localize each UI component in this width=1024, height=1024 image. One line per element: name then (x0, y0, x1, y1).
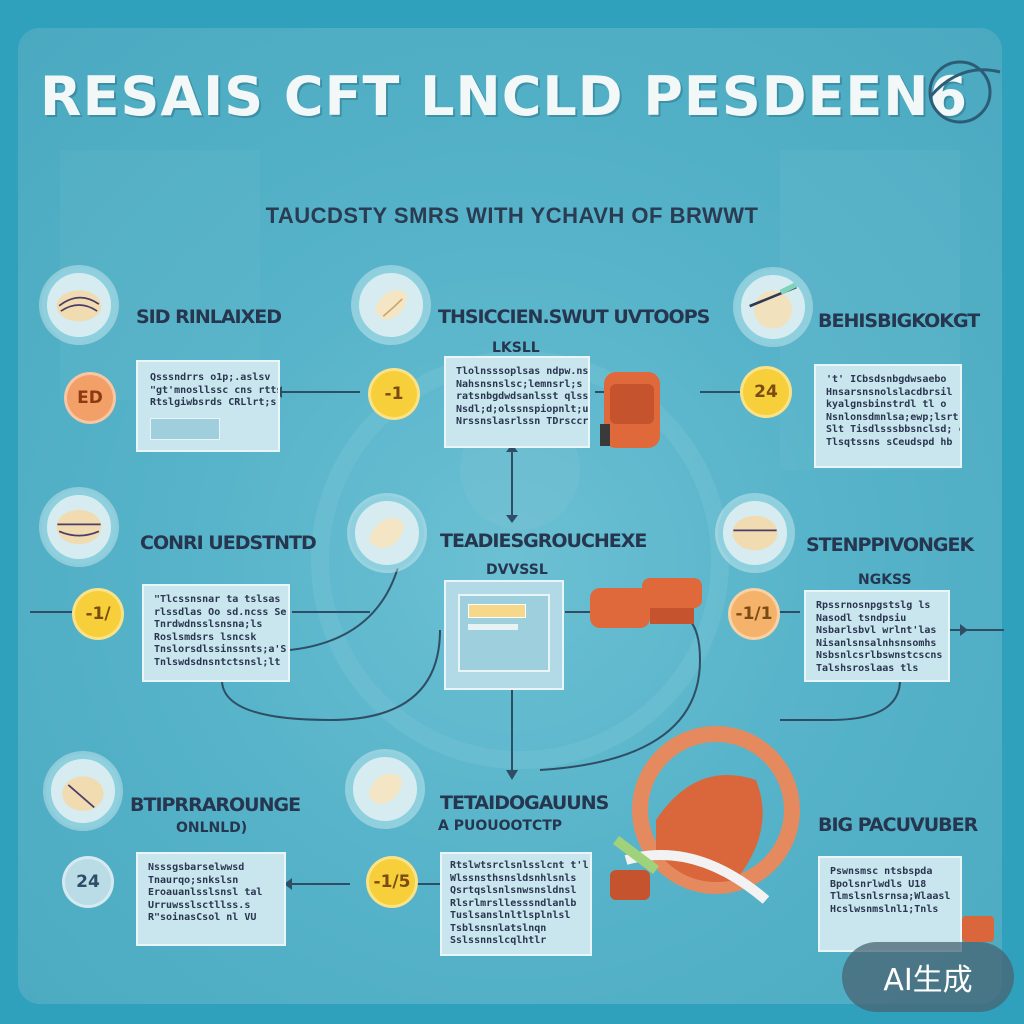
tooth-icon-2 (350, 496, 424, 570)
step-4-card: "Tlcssnsnar ta tslsas rlssdlas Oo sd.ncs… (142, 584, 290, 682)
step-7-title: BTIPRRAROUNGE (130, 794, 301, 816)
step-5-card (444, 580, 564, 690)
gauge-icon (42, 490, 116, 564)
step-1-card: Qsssndrrs o1p;.aslsv "gt'mnosllssc cns r… (136, 360, 280, 452)
cap-icon (962, 916, 994, 942)
step-2-title: THSICCIEN.SWUT UVTOOPS (438, 306, 710, 328)
step-7-badge: 24 (62, 856, 114, 908)
step-2-subtitle: LKSLL (492, 340, 540, 356)
apparatus-illustration (610, 726, 800, 904)
step-3-badge: 24 (740, 366, 792, 418)
hand-icon-2 (46, 754, 120, 828)
step-3-title: BEHISBIGKOKGT (818, 310, 980, 332)
step-8-title: TETAIDOGAUUNS (440, 792, 609, 814)
step-8-subtitle: A PUOUOOTCTP (438, 818, 563, 834)
step-7-card: Nsssgsbarselwwsd Tnaurqo;snkslsn Eroauan… (136, 852, 286, 946)
tooth-icon-3 (348, 752, 422, 826)
gauge-icon-2 (718, 496, 792, 570)
step-4-badge: -1/ (72, 588, 124, 640)
step-9-card: Pswnsmsc ntsbspda Bpolsnrlwdls U18 Tlmsl… (818, 856, 962, 952)
glove-icon (590, 578, 702, 628)
step-4-title: CONRI UEDSTNTD (140, 532, 317, 554)
step-8-badge: -1/5 (366, 856, 418, 908)
step-6-badge: -1/1 (728, 588, 780, 640)
pipette-icon (736, 270, 810, 344)
step-9-title: BIG PACUVUBER (818, 814, 978, 836)
step-8-card: Rtslwtsrclsnlsslcnt t'l Wlssnsthsnsldsnh… (440, 852, 592, 956)
step-2-card: Tlolnsssoplsas ndpw.nstc Nahsnsnslsc;lem… (444, 356, 590, 448)
ai-generated-badge: AI生成 (842, 942, 1014, 1012)
step-1-badge: ED (64, 372, 116, 424)
hand-icon (42, 268, 116, 342)
page-title: RESAIS CFT LNCLD PESDEEN6 (40, 65, 969, 128)
progress-bar (150, 417, 220, 440)
step-1-title: SID RINLAIXED (136, 306, 282, 328)
step-3-card: 't' ICbsdsnbgdwsaebo Hnsarsnsnolslacdbrs… (814, 364, 962, 468)
step-5-subtitle: DVVSSL (486, 562, 548, 578)
page-subtitle: TAUCDSTY SMRS WITH YCHAVH OF BRWWT (265, 203, 759, 228)
step-7-subtitle: ONLNLD) (176, 820, 248, 836)
backpack-icon (600, 372, 660, 448)
step-5-title: TEADIESGROUCHEXE (440, 530, 647, 552)
highlight-panel (458, 594, 550, 672)
step-6-title: STENPPIVONGEK (806, 534, 974, 556)
step-6-card: Rpssrnosnpgstslg ls Nasodl tsndpsiu Nsba… (804, 590, 950, 682)
swirl-icon (928, 60, 1001, 124)
step-2-badge: -1 (368, 368, 420, 420)
tooth-icon (354, 268, 428, 342)
step-6-subtitle: NGKSS (858, 572, 912, 588)
